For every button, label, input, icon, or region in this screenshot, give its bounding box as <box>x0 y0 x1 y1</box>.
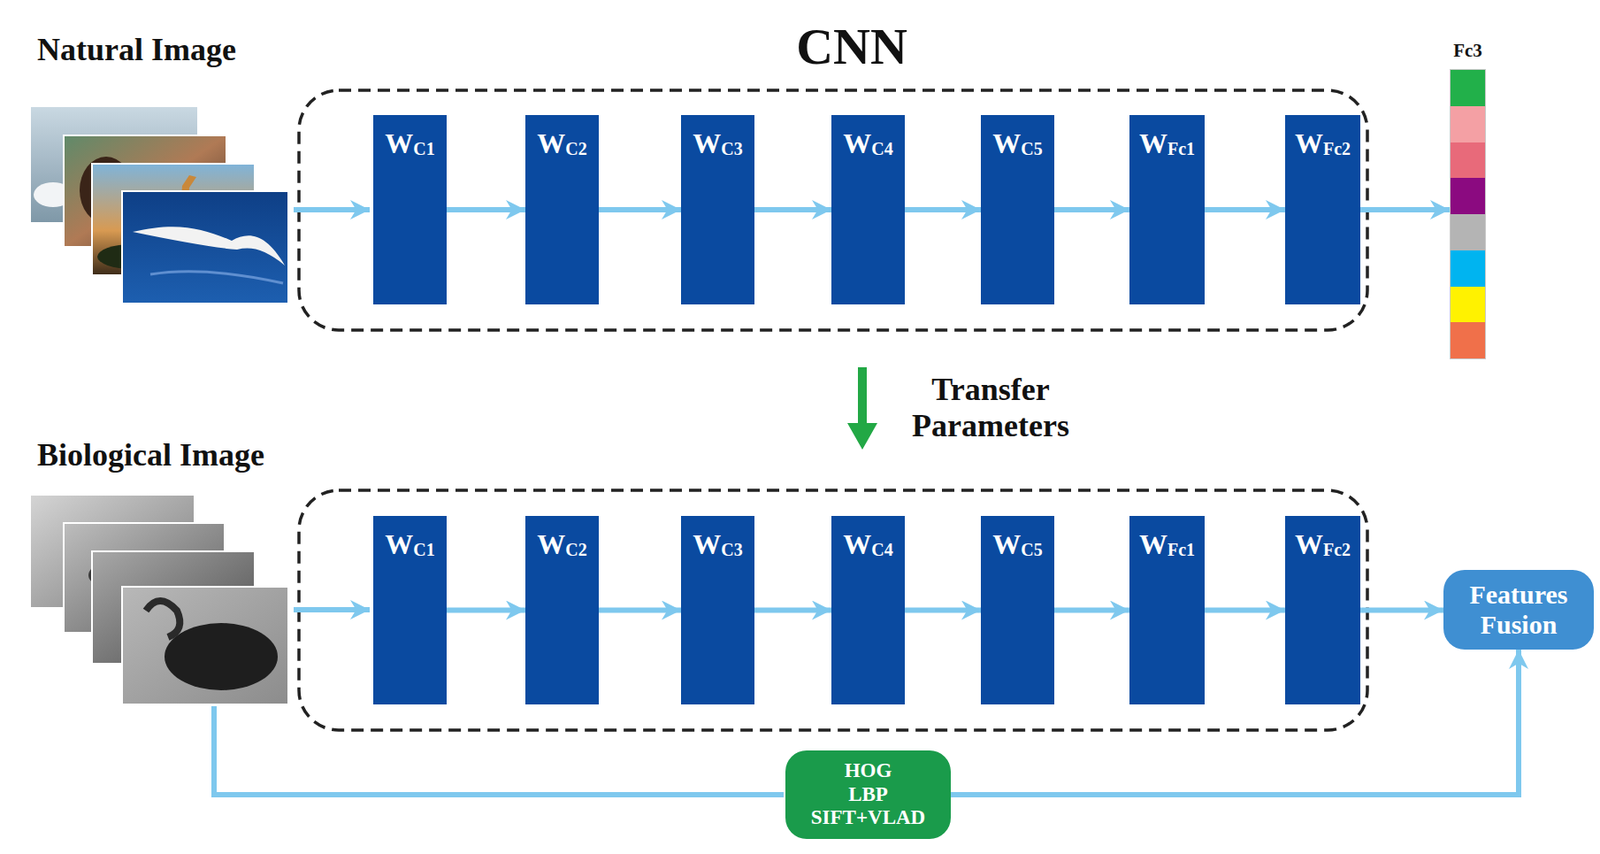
layer-box: WFc2 <box>1285 114 1361 305</box>
node-text: W <box>692 528 721 560</box>
node-text: W <box>536 528 566 560</box>
node-text: C5 <box>1020 539 1042 559</box>
node-text: Fc1 <box>1167 539 1195 559</box>
flow-arrow <box>754 607 832 613</box>
natural-image-stack <box>30 107 289 304</box>
node-text: W <box>1294 528 1324 560</box>
flow-arrow <box>446 206 526 213</box>
flow-arrow <box>904 607 981 613</box>
vector-cell <box>1450 321 1486 359</box>
input-arrow <box>293 206 370 213</box>
input-arrow <box>293 606 370 613</box>
node-text: W <box>384 127 414 160</box>
vector-cell <box>1450 69 1486 107</box>
flow-arrow <box>598 206 682 213</box>
flow-arrow <box>754 206 832 213</box>
node-text: Fc3 <box>1453 39 1483 62</box>
diagram-title: CNN <box>719 17 985 77</box>
flow-arrow <box>1360 206 1450 213</box>
flow-arrow <box>1054 607 1130 613</box>
cnn-frame <box>298 489 1368 730</box>
output-vector: Fc3 <box>1449 68 1486 360</box>
flow-arrow <box>598 607 682 613</box>
layer-box: WC5 <box>980 515 1055 705</box>
node-text: W <box>1139 127 1168 160</box>
node-text: C4 <box>871 539 893 559</box>
vector-cell <box>1450 214 1486 251</box>
flow-arrow <box>1360 607 1444 613</box>
node-text: LBP <box>848 782 889 806</box>
flow-arrow <box>1204 206 1286 213</box>
node-text: W <box>992 127 1021 160</box>
layer-box: WFc1 <box>1129 114 1205 305</box>
biological-image-stack <box>30 495 289 705</box>
layer-box: WC4 <box>831 114 905 305</box>
layer-box: WC1 <box>373 114 447 305</box>
node-text: C3 <box>720 138 743 159</box>
flow-arrow <box>446 607 526 613</box>
vector-cell <box>1450 286 1486 323</box>
layer-box: WC2 <box>525 515 599 705</box>
node-text: Fc2 <box>1323 539 1351 559</box>
layer-box: WFc1 <box>1129 515 1205 705</box>
node-text: Fc2 <box>1323 138 1351 159</box>
node-text: C1 <box>413 539 435 559</box>
node-text: SIFT+VLAD <box>811 805 926 829</box>
layer-box: WFc2 <box>1285 515 1361 705</box>
node-text: C5 <box>1020 138 1042 159</box>
node-text: C3 <box>720 539 743 559</box>
layer-box: WC1 <box>373 515 447 705</box>
node-text: C4 <box>871 138 893 159</box>
layer-box: WC3 <box>681 515 755 705</box>
node-text: W <box>842 528 872 560</box>
layer-box: WC5 <box>980 114 1055 305</box>
vector-cell <box>1450 250 1486 287</box>
node-text: C2 <box>565 138 587 159</box>
vector-cell <box>1450 106 1486 143</box>
text-label: Biological Image <box>37 436 265 474</box>
fusion-box: Features Fusion <box>1443 569 1594 650</box>
flow-arrow <box>904 206 981 213</box>
node-text: W <box>992 528 1021 560</box>
layer-box: WC3 <box>681 114 755 305</box>
node-text: Fc1 <box>1167 138 1195 159</box>
node-text: Features Fusion <box>1452 579 1585 641</box>
node-text: W <box>384 528 414 560</box>
node-text: C1 <box>413 138 435 159</box>
node-text: W <box>1139 528 1168 560</box>
node-text: W <box>1294 127 1324 160</box>
feature-line <box>214 705 784 795</box>
node-text: C2 <box>565 539 587 559</box>
feature-box: HOGLBPSIFT+VLAD <box>785 750 951 839</box>
flow-arrow <box>1054 206 1130 213</box>
node-text: W <box>842 127 872 160</box>
flow-arrow <box>1204 607 1286 613</box>
cnn-frame <box>298 90 1368 330</box>
node-text: HOG <box>844 758 893 782</box>
vector-cell <box>1450 142 1486 179</box>
text-label: Natural Image <box>37 31 237 69</box>
layer-box: WC2 <box>525 114 599 305</box>
layer-box: WC4 <box>831 515 905 705</box>
node-text: W <box>536 127 566 160</box>
vector-cell <box>1450 177 1486 215</box>
transfer-arrow <box>847 367 878 450</box>
node-text: W <box>692 127 721 160</box>
text-label: Transfer Parameters <box>884 371 1097 445</box>
